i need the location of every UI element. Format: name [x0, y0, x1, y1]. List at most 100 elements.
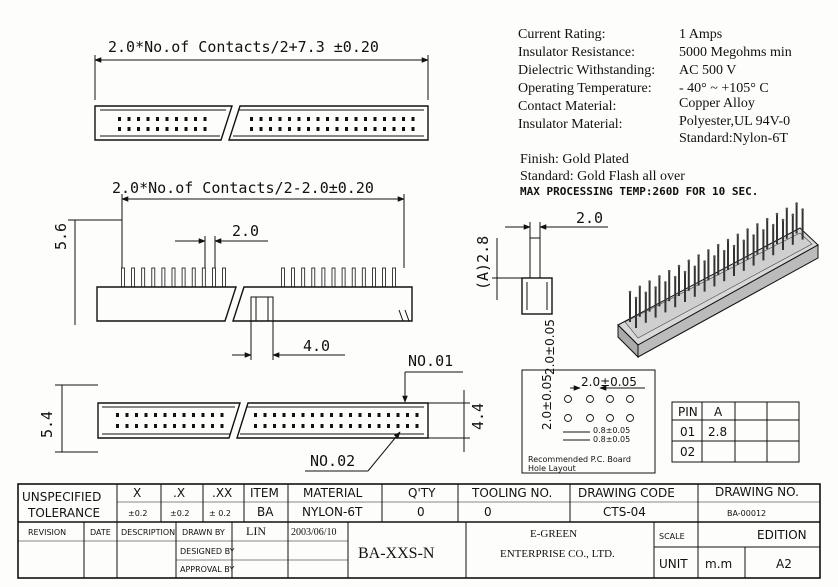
pin-square [175, 117, 178, 121]
pin-lead [222, 267, 226, 288]
iso-pin-tip [771, 223, 775, 227]
pin-square [349, 413, 352, 417]
iso-pin-tip [716, 243, 720, 247]
pin-lead [341, 267, 346, 288]
pin-square [364, 127, 367, 131]
pin-lead [371, 267, 376, 288]
pin-square [392, 127, 396, 131]
pin-square [144, 424, 148, 428]
pin-square [335, 127, 339, 131]
dim-40: 4.0 [303, 337, 330, 355]
pin-square [316, 117, 320, 121]
pin-square [156, 127, 159, 131]
pcb-dim-top: 2.0±0.05 [581, 375, 637, 389]
pin-square [292, 413, 295, 417]
pin-square [415, 413, 419, 417]
pin-lead [201, 267, 206, 288]
tb-drawing-no-value: BA-00012 [727, 509, 766, 518]
pin-header-a: A [714, 405, 723, 419]
iso-pin-tip [762, 229, 765, 232]
iso-pin-tip [673, 275, 677, 279]
side-dim-a28: (A)2.8 [474, 236, 492, 290]
tb-edition: EDITION [757, 528, 807, 542]
title-block [17, 483, 821, 579]
label-no02: NO.02 [310, 452, 355, 470]
iso-pin-tip [703, 260, 706, 263]
pin-square [127, 127, 131, 131]
pin-square [125, 413, 129, 417]
spec-value: Polyester,UL 94V-0 [679, 114, 790, 129]
pin-lead [321, 267, 326, 288]
spec-insulator-alt: Standard:Nylon-6T [679, 131, 788, 146]
tb-qty-label: Q'TY [408, 486, 436, 500]
tb-description: DESCRIPTION [121, 528, 175, 537]
pcb-layout-box [521, 369, 656, 474]
pin-lead [161, 267, 166, 288]
pin-square [396, 424, 400, 428]
tb-company-1: E-GREEN [530, 528, 577, 540]
pin-square [165, 127, 169, 131]
iso-pin-tip [736, 233, 740, 237]
side-dim-20: 2.0 [576, 209, 603, 227]
iso-pin-tip [707, 249, 710, 252]
pin-square [358, 413, 362, 417]
iso-pin-tip [722, 249, 726, 253]
pin-square [203, 127, 207, 131]
pin-lead [281, 267, 285, 288]
spec-label: Insulator Material: [518, 117, 623, 132]
pin-square [288, 117, 291, 121]
tb-tol-dx-val: ±0.2 [170, 509, 189, 518]
tb-drawn-by-value: LIN [246, 524, 266, 538]
pin-square [307, 117, 310, 121]
pin-square [354, 127, 358, 131]
pin-square [387, 424, 390, 428]
tb-tol-dxx: .XX [212, 486, 232, 500]
iso-pin-tip [795, 202, 798, 205]
pin-lead [151, 267, 156, 288]
tb-part-no: BA-XXS-N [358, 545, 435, 562]
pin-lead [191, 267, 196, 288]
pcb-holes [564, 395, 634, 422]
dim-top-length: 2.0*No.of Contacts/2+7.3 ±0.20 [108, 38, 379, 56]
pin-square [250, 127, 253, 131]
iso-pin-tip [648, 280, 651, 283]
pin-square [118, 127, 121, 131]
pin-square [278, 117, 282, 121]
pin-square [156, 117, 159, 121]
spec-value: AC 500 V [679, 63, 736, 78]
pin-square [201, 413, 205, 417]
pin-square [326, 127, 329, 131]
pin-square [345, 117, 348, 121]
specifications: Current Rating: 1 Amps Insulator Resista… [518, 27, 792, 198]
spec-label: Dielectric Withstanding: [518, 63, 655, 78]
iso-pin-tip [765, 217, 769, 221]
pin-square [135, 413, 138, 417]
pin-square [383, 127, 386, 131]
iso-pin-tip [775, 212, 779, 216]
iso-pin-tip [801, 208, 804, 211]
pin-square [335, 117, 339, 121]
pin-square [165, 117, 169, 121]
spec-label: Insulator Resistance: [518, 45, 635, 60]
pin-lead [181, 267, 186, 288]
pin-square [192, 424, 195, 428]
iso-pin-tip [752, 234, 755, 237]
pin-square [320, 424, 324, 428]
pin-square [373, 127, 377, 131]
pin-lead [361, 267, 366, 288]
pcb-small-1: 0.8±0.05 [593, 426, 630, 435]
dim-pitch-20: 2.0 [232, 222, 259, 240]
tb-revision: REVISION [28, 528, 66, 537]
pin-square [154, 424, 157, 428]
iso-pin-tip [742, 239, 746, 243]
pin-square [339, 413, 343, 417]
spec-value: 5000 Megohms min [679, 45, 792, 60]
pin-square [301, 424, 305, 428]
iso-pin-tip [683, 270, 687, 274]
pin-square [220, 424, 224, 428]
pin-square [278, 127, 282, 131]
pin-square [396, 413, 400, 417]
pcb-hole [606, 395, 614, 403]
pin-square [220, 413, 224, 417]
